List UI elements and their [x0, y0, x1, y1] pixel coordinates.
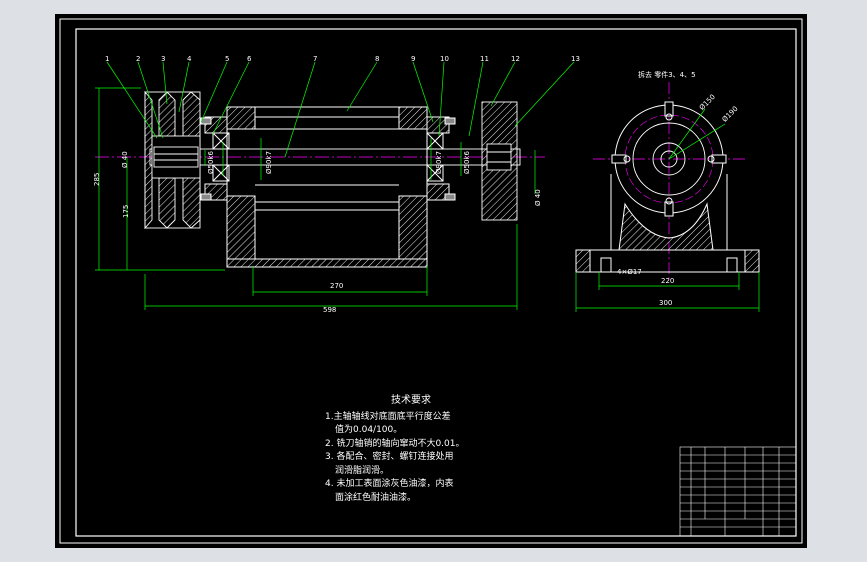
title-block — [679, 446, 797, 537]
dim-220: 220 — [661, 277, 674, 285]
part-label-13: 13 — [571, 55, 580, 63]
dim-sleeve-l: Ø90k7 — [265, 151, 273, 174]
side-view-title: 拆去 零件3、4、5 — [638, 70, 696, 79]
dim-270: 270 — [330, 282, 343, 290]
side-view: 拆去 零件3、4、5 — [575, 70, 760, 312]
dim-sleeve-r: Ø90k7 — [435, 151, 443, 174]
dim-bearing-r: Ø50k6 — [463, 151, 471, 174]
dim-left-shaft: Ø 40 — [121, 151, 129, 168]
part-label-2: 2 — [136, 55, 140, 63]
tech-req-line-2: 值为0.04/100。 — [335, 425, 403, 435]
cad-drawing: 1 2 3 4 5 6 7 8 9 10 11 12 13 285 175 27… — [59, 18, 803, 544]
front-view: 1 2 3 4 5 6 7 8 9 10 11 12 13 285 175 27… — [93, 55, 580, 314]
dim-300: 300 — [659, 299, 672, 307]
part-label-4: 4 — [187, 55, 192, 63]
inner-border — [75, 28, 797, 537]
tech-req-line-5: 润滑脂润滑。 — [335, 465, 390, 476]
tech-req-title: 技术要求 — [391, 395, 431, 406]
part-label-1: 1 — [105, 55, 109, 63]
dim-598: 598 — [323, 306, 336, 314]
dim-h175: 175 — [122, 205, 130, 218]
part-label-12: 12 — [511, 55, 520, 63]
dim-right-shaft: Ø 40 — [534, 189, 542, 206]
part-label-5: 5 — [225, 55, 229, 63]
tech-req-line-7: 面涂红色耐油油漆。 — [335, 492, 417, 503]
drawing-sheet: 1 2 3 4 5 6 7 8 9 10 11 12 13 285 175 27… — [55, 14, 807, 548]
dim-bearing-l: Ø50k6 — [207, 151, 215, 174]
dim-h285: 285 — [93, 173, 101, 186]
technical-requirements: 技术要求 1.主轴轴线对底面底平行度公差 值为0.04/100。 2. 铣刀轴销… — [325, 394, 465, 505]
dim-bolts: 4×Ø17 — [617, 268, 642, 276]
part-label-9: 9 — [411, 55, 415, 63]
dim-d150: Ø150 — [698, 93, 717, 112]
outer-border — [59, 18, 803, 544]
tech-req-line-3: 2. 铣刀轴销的轴向窜动不大0.01。 — [325, 438, 465, 449]
part-label-3: 3 — [161, 55, 165, 63]
part-label-6: 6 — [247, 55, 252, 63]
part-label-11: 11 — [480, 55, 489, 63]
part-label-8: 8 — [375, 55, 379, 63]
part-label-10: 10 — [440, 55, 449, 63]
tech-req-line-4: 3. 各配合、密封、螺钉连接处用 — [325, 452, 454, 462]
tech-req-line-6: 4. 未加工表面涂灰色油漆，内表 — [325, 479, 454, 489]
dim-d190: Ø190 — [721, 105, 740, 124]
part-label-7: 7 — [313, 55, 317, 63]
tech-req-line-1: 1.主轴轴线对底面底平行度公差 — [325, 411, 451, 422]
